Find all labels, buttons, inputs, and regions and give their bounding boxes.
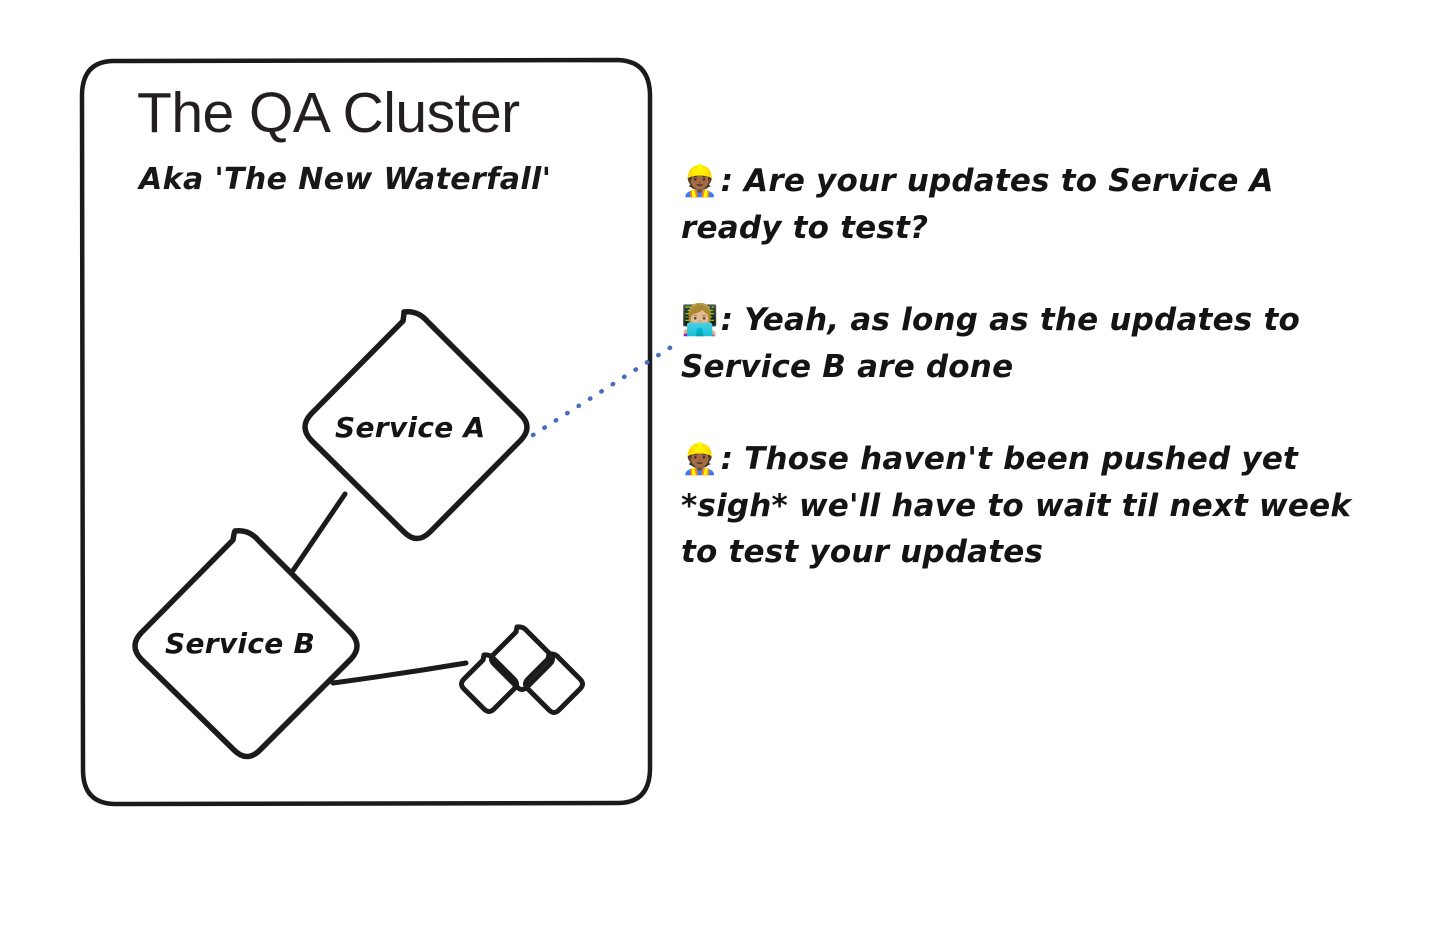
conversation-message: 👩🏼‍💻: Yeah, as long as the updates to Se…: [681, 297, 1381, 390]
conversation-message: 👷🏾: Are your updates to Service A ready …: [681, 158, 1381, 251]
conversation-thread: 👷🏾: Are your updates to Service A ready …: [681, 158, 1381, 575]
conversation-message-text: : Are your updates to Service A ready to…: [681, 163, 1274, 246]
node-label-service-b: Service B: [165, 627, 316, 660]
conversation-message-text: : Yeah, as long as the updates to Servic…: [681, 302, 1300, 385]
page-title: The QA Cluster: [137, 81, 520, 145]
node-label-service-a: Service A: [335, 411, 486, 444]
conversation-message-text: : Those haven't been pushed yet *sigh* w…: [681, 441, 1352, 570]
card-subtitle: Aka 'The New Waterfall': [139, 162, 552, 197]
construction-worker-emoji: 👷🏾: [681, 164, 719, 199]
conversation-message: 👷🏾: Those haven't been pushed yet *sigh*…: [681, 436, 1381, 575]
woman-technologist-emoji: 👩🏼‍💻: [681, 303, 719, 338]
construction-worker-emoji: 👷🏾: [681, 442, 719, 477]
